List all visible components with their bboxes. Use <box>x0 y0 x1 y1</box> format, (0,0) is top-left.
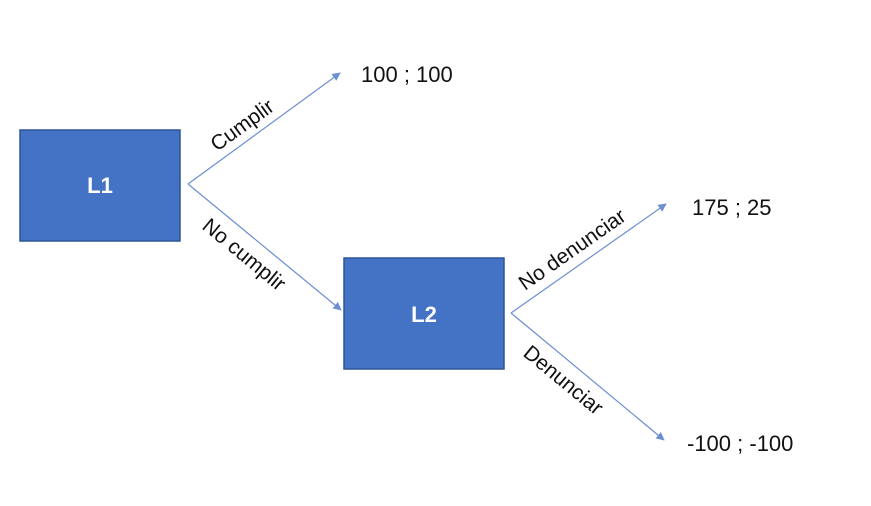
edge-l1-no-cumplir <box>187 183 342 311</box>
payoff-denunciar: -100 ; -100 <box>687 431 793 456</box>
node-l1: L1 <box>19 129 181 242</box>
node-l1-label: L1 <box>87 173 113 198</box>
edge-l2-no-denunciar <box>510 203 667 314</box>
node-l2: L2 <box>343 257 505 370</box>
edge-label-no-cumplir: No cumplir <box>198 214 290 296</box>
payoff-no-denunciar: 175 ; 25 <box>692 195 772 220</box>
node-l2-label: L2 <box>411 302 437 327</box>
payoff-cumplir: 100 ; 100 <box>361 62 453 87</box>
node-l2-box <box>343 257 505 370</box>
node-l1-box <box>19 129 181 242</box>
edge-label-no-denunciar: No denunciar <box>515 205 631 295</box>
edge-l2-denunciar <box>510 312 665 441</box>
edge-label-denunciar: Denunciar <box>519 341 608 420</box>
edge-l1-cumplir <box>187 72 341 185</box>
